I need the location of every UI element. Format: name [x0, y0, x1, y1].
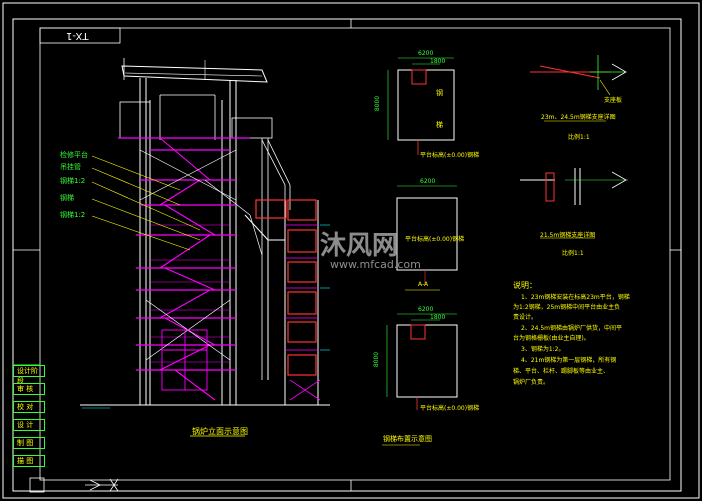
boiler-elevation [80, 58, 330, 409]
sheet-code-box [39, 27, 121, 44]
notes-line-9: 锅炉厂负责。 [513, 379, 550, 386]
left-label-3: 钢梯1:2 [60, 177, 86, 185]
detail-top-right-scale: 比例1:1 [568, 134, 590, 141]
detail-mid-right-scale: 比例1:1 [562, 250, 584, 257]
detail-top-right [530, 55, 627, 122]
right-tower [244, 199, 330, 405]
title-block-row-2: 审 核 [13, 383, 45, 395]
left-label-4: 钢梯 [60, 194, 74, 202]
drawing-border [39, 27, 671, 481]
title-block-row-1: 设计阶段 [13, 365, 45, 385]
left-label-1: 检修平台 [60, 151, 88, 159]
notes-line-4: 2、24.5m钢梯由锅炉厂供货，中间平 [521, 325, 623, 332]
left-label-5: 钢梯1:2 [60, 211, 86, 219]
detail-2 [396, 185, 458, 291]
detail1-dim-top: 6200 [418, 50, 434, 57]
detail3-dim-side: 8000 [373, 351, 381, 368]
watermark-url: www.mfcad.com [330, 258, 421, 271]
detail3-dim-top: 6200 [418, 306, 434, 313]
main-elevation-title: 锅炉立面示意图 [192, 427, 248, 436]
section-title: 钢梯布置示意图 [383, 435, 432, 443]
inner-frame [12, 18, 682, 492]
notes-line-8: 梯、平台、栏杆、踢脚板等由业主、 [513, 368, 610, 375]
sheet-code: TX-1 [66, 30, 89, 41]
frame-ticks [13, 19, 681, 491]
detail-1 [387, 57, 455, 155]
notes-heading: 说明： [513, 281, 537, 290]
notes-line-7: 4、21m钢梯为第一层钢梯，所有钢 [521, 357, 617, 364]
notes-line-6: 3、钢梯为1:2。 [521, 346, 565, 353]
notes-line-1: 1、23m钢梯安装在标高23m平台，钢梯 [521, 294, 630, 301]
title-block-row-3: 校 对 [13, 401, 45, 413]
support-tag: 支座板 [604, 97, 623, 104]
detail-mid-right-caption: 21.5m钢梯支座详图 [540, 232, 596, 239]
detail2-dim-top: 6200 [420, 178, 436, 185]
detail-mid-right [520, 168, 628, 239]
left-label-2: 吊挂管 [60, 163, 81, 171]
title-block-row-5: 制 图 [13, 437, 45, 449]
north-arrow [29, 477, 119, 493]
notes-line-2: 为1:2钢梯，25m钢梯中间平台由业主负 [513, 304, 621, 311]
notes-line-3: 责设计。 [513, 314, 538, 321]
detail1-text-b: 梯 [436, 121, 443, 129]
title-block-row-4: 设 计 [13, 419, 45, 431]
leader-lines [91, 155, 201, 251]
title-block-row-6: 描 图 [13, 455, 45, 467]
detail3-note: 平台标高(±0.00)钢梯 [420, 405, 480, 412]
detail1-note: 平台标高(±0.00)钢梯 [420, 152, 480, 159]
watermark-logo: 沐风网 [320, 231, 399, 261]
detail1-text-a: 钢 [436, 89, 443, 97]
detail2-caption: A-A [418, 281, 429, 288]
detail1-dim-side: 8000 [374, 95, 382, 112]
detail1-dim-sub: 1800 [430, 58, 446, 65]
notes-line-5: 台为钢格栅板(由业主自理)。 [513, 335, 590, 342]
detail-top-right-caption: 23m、24.5m钢梯支座详图 [541, 114, 616, 121]
detail3-dim-sub: 1800 [430, 314, 446, 321]
detail2-note: 平台标高(±0.00)钢梯 [405, 236, 465, 243]
detail-3 [382, 313, 458, 446]
